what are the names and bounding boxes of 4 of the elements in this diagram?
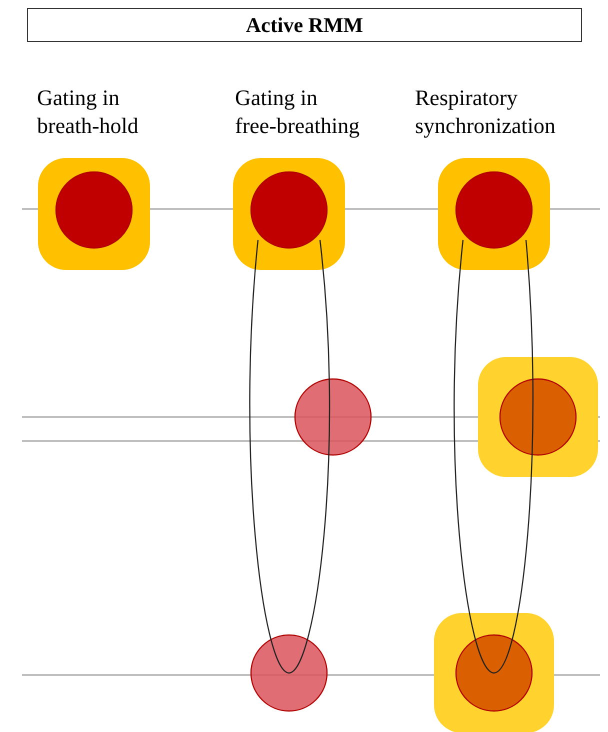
column-heading: Gating in breath-hold xyxy=(37,84,140,140)
title-box: Active RMM xyxy=(27,8,582,42)
column-heading: Respiratory synchronization xyxy=(415,84,557,140)
column-heading: Gating in free-breathing xyxy=(235,84,361,140)
